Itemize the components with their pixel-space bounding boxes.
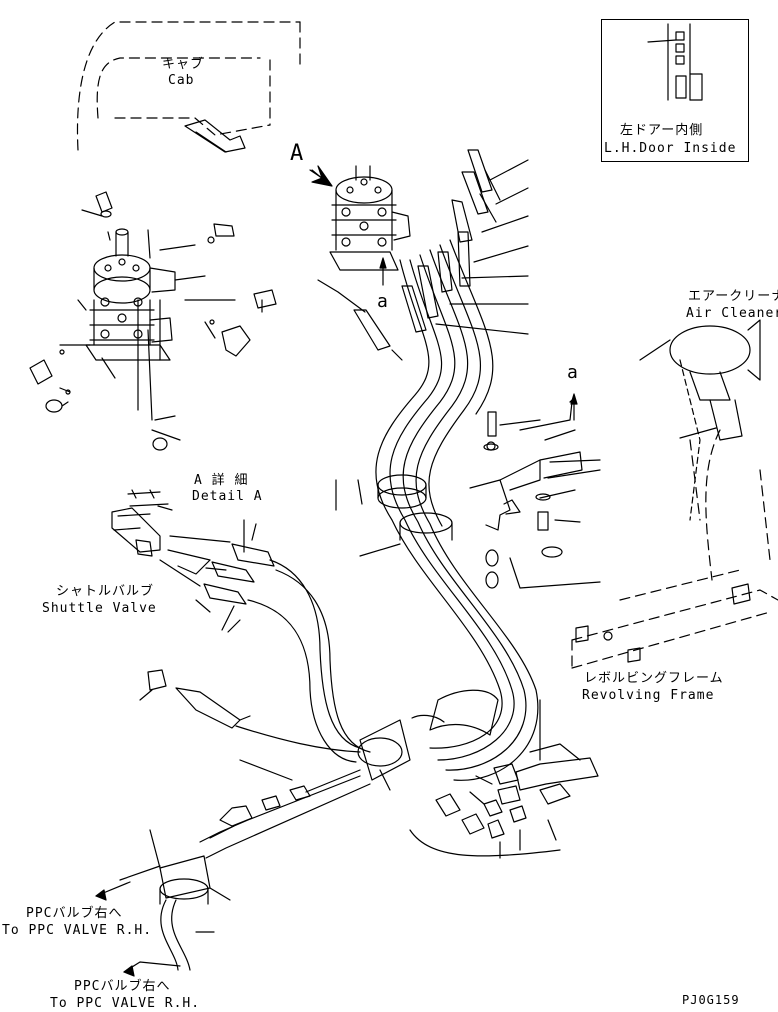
air-cleaner-label-jp: エアークリーナ [688, 289, 778, 304]
drawing-code: PJ0G159 [682, 993, 740, 1007]
frame-label-en: Revolving Frame [582, 688, 715, 703]
arrow-a-right [570, 393, 578, 421]
inset-label-en: L.H.Door Inside [604, 141, 737, 156]
revolving-frame [571, 429, 778, 669]
view-marker-a: A [290, 141, 305, 166]
cab-outline [76, 21, 301, 151]
shuttle-label-jp: シャトルバルブ [56, 584, 155, 599]
detail-label-en: Detail A [192, 489, 263, 504]
ppc2-label-en: To PPC VALVE R.H. [50, 996, 201, 1011]
hose-fittings-upper [353, 149, 529, 361]
inset-label-jp: 左ドアー内側 [620, 123, 704, 138]
arrow-a-upper-label: a [377, 291, 389, 312]
air-cleaner-label-en: Air Cleaner [686, 306, 778, 321]
bracket-right [469, 399, 601, 589]
arrow-a-right-label: a [567, 362, 579, 383]
arrow-a-upper [379, 257, 387, 286]
ppc1-label-en: To PPC VALVE R.H. [2, 923, 153, 938]
air-cleaner [639, 319, 761, 521]
inset-door-sketch [647, 23, 703, 101]
hoses-lower-left [95, 669, 371, 977]
hose-bundle [357, 239, 539, 781]
frame-fittings [575, 583, 751, 663]
ppc1-label-jp: PPCバルブ右へ [26, 906, 123, 921]
frame-label-jp: レボルビングフレーム [584, 671, 724, 686]
leader-lines [335, 429, 581, 791]
ppc-valve-left [59, 209, 236, 441]
detail-label-jp: A 詳 細 [194, 473, 249, 488]
shuttle-label-en: Shuttle Valve [42, 601, 157, 616]
fittings-left [29, 191, 277, 451]
fittings-lower-right [409, 699, 599, 859]
door-inset-box [601, 19, 749, 162]
view-arrow-a [309, 165, 333, 187]
shuttle-valve-detail [111, 489, 371, 763]
cab-label-en: Cab [168, 73, 195, 88]
cab-bracket [184, 119, 246, 153]
ppc-valve-right [311, 165, 411, 313]
cab-label-jp: キャブ [162, 57, 205, 72]
ppc2-label-jp: PPCバルブ右へ [74, 979, 171, 994]
